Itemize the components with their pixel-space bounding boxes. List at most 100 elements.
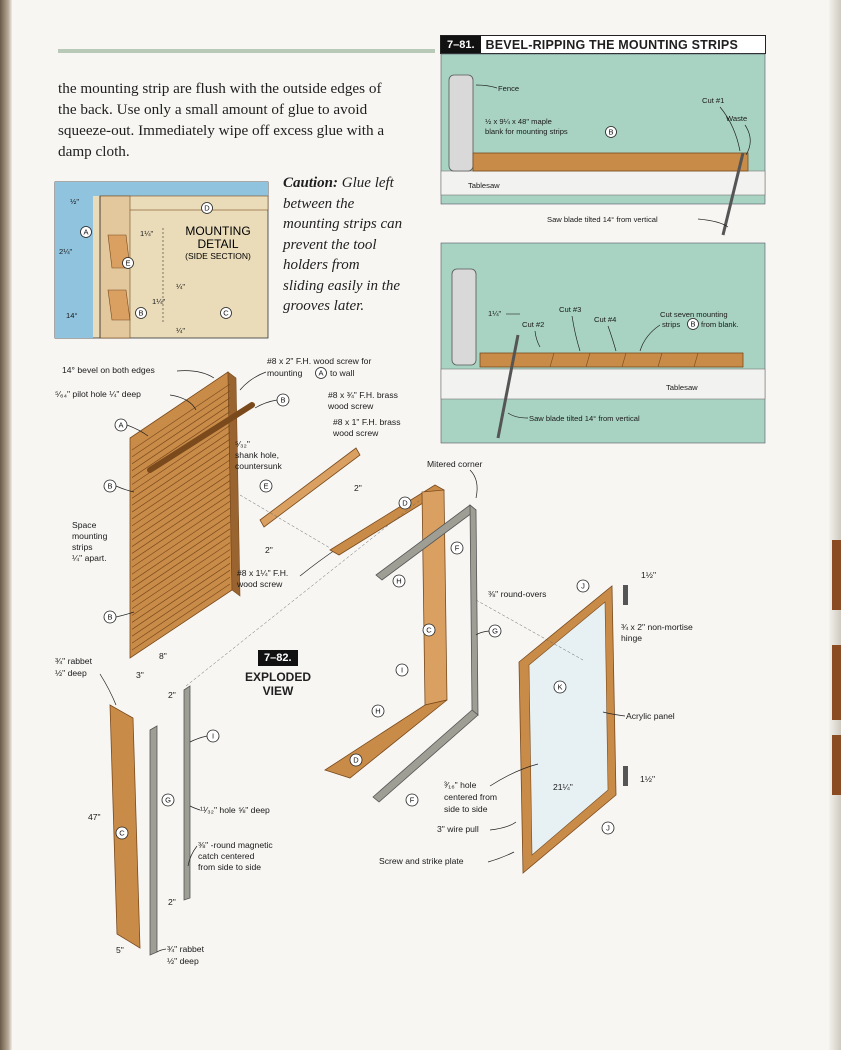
hinge-top (623, 585, 628, 605)
blade-label-lower: Saw blade tilted 14° from vertical (529, 414, 640, 423)
cut3-label: Cut #3 (559, 305, 581, 314)
dim-2-strip: 2" (354, 483, 362, 493)
strip-line (131, 480, 231, 547)
pilot-hole-label: ⁵⁄₆₄" pilot hole ¼" deep (55, 389, 141, 399)
wirepull-label: 3" wire pull (437, 824, 479, 834)
detail-subtitle: (SIDE SECTION) (185, 251, 251, 261)
strip-line (131, 549, 231, 616)
rabbet-bot-line2: ½" deep (167, 956, 199, 966)
fence-lower (451, 268, 477, 366)
hole316-line3: side to side (444, 804, 488, 814)
part-b-marker: B (107, 482, 112, 491)
hinge-bottom (623, 766, 628, 786)
magnet-line2: catch centered (198, 851, 255, 861)
strip-line (131, 528, 231, 596)
detail-dim-1-14-top: 1¼" (140, 229, 154, 238)
page-tab-marker (832, 735, 841, 795)
tablesaw-top-upper (440, 170, 766, 196)
dim-5-label: 5" (116, 945, 124, 955)
strip-line (131, 418, 231, 485)
strip-line (131, 431, 231, 499)
cut2-label: Cut #2 (522, 320, 544, 329)
maple-blank (472, 152, 749, 172)
blank-label-line2: blank for mounting strips (485, 127, 568, 136)
dim-21-label: 21¼" (553, 782, 573, 792)
figure-7-81-number: 7–81. (441, 36, 481, 53)
part-e-marker: E (125, 259, 130, 268)
back-panel (129, 371, 233, 659)
fence-upper (448, 74, 474, 172)
stop-g-left (149, 725, 158, 956)
part-h-marker: H (396, 577, 401, 586)
stop-f-top (375, 504, 477, 581)
half-top-label: 1½" (641, 570, 656, 580)
strip-line (131, 404, 231, 471)
saw-blade-upper (721, 152, 745, 236)
rabbet-bot-line1: ¾" rabbet (167, 944, 205, 954)
side-c-left (109, 704, 141, 949)
strike-label: Screw and strike plate (379, 856, 464, 866)
lower-diagram-bg (440, 242, 766, 444)
part-b-marker: B (608, 128, 613, 137)
detail-title-line1: MOUNTING (185, 224, 250, 238)
part-a-marker: A (83, 228, 88, 237)
tablesaw-top-lower (440, 368, 766, 400)
part-b-marker: B (138, 309, 143, 318)
bevel-label: 14° bevel on both edges (62, 365, 155, 375)
cut4-label: Cut #4 (594, 315, 616, 324)
caption-line2: VIEW (262, 684, 294, 698)
book-spine-shadow (0, 0, 12, 1050)
mounting-strips (131, 383, 231, 651)
detail-dim-quarter-b: ¼" (176, 326, 185, 335)
detail-dim-2-14: 2¼" (59, 247, 73, 256)
strip-line (131, 425, 231, 492)
dim-2-mid: 2" (168, 690, 176, 700)
strip-line (131, 576, 231, 644)
back-panel-assembly (129, 371, 241, 659)
page-edge (829, 0, 841, 1050)
acrylic-panel (528, 601, 609, 856)
strip-line (131, 583, 231, 651)
door-frame (518, 585, 617, 874)
magnet-line3: from side to side (198, 862, 261, 872)
part-c-marker: C (426, 626, 432, 635)
strip-line (131, 507, 231, 575)
brass-34-line2: wood screw (327, 401, 374, 411)
mounting-strips-blank (479, 352, 744, 368)
saw-blade-lower (496, 334, 520, 439)
cut1-label: Cut #1 (702, 96, 724, 105)
strip-line (131, 438, 231, 506)
roundovers-label: ⅜" round-overs (488, 589, 546, 599)
part-i-marker: I (401, 666, 403, 675)
strip-line (131, 466, 231, 534)
screw-2-label-line2: mounting (267, 368, 303, 378)
rabbet-top-line2: ½" deep (55, 668, 87, 678)
hinge-label-line2: hinge (621, 633, 642, 643)
blade-label-upper: Saw blade tilted 14° from vertical (547, 215, 658, 224)
stop-i (183, 685, 191, 901)
screw-2-label-line3: to wall (330, 368, 354, 378)
mounting-strip-a (147, 402, 255, 473)
brass-34-line1: #8 x ¾" F.H. brass (328, 390, 398, 400)
cut-seven-line2: strips (662, 320, 680, 329)
caution-note: Caution: Glue left between the mounting … (283, 173, 403, 317)
strip-line (131, 473, 231, 540)
part-i-marker: I (212, 732, 214, 741)
cut-seven-line1: Cut seven mounting (660, 310, 728, 319)
section-rule (58, 49, 435, 53)
mounting-detail: ½" A 2¼" 1¼" D E MOUNTING DETAIL (SIDE S… (54, 181, 269, 339)
brass-1-line1: #8 x 1" F.H. brass (333, 417, 401, 427)
figure-7-81-title: BEVEL-RIPPING THE MOUNTING STRIPS (485, 37, 738, 52)
strip-line (131, 521, 231, 589)
body-paragraph: the mounting strip are flush with the ou… (58, 80, 385, 160)
space-label-line1: Space (72, 520, 97, 530)
strip-line (131, 500, 231, 568)
part-b-marker: B (280, 396, 285, 405)
part-b-marker: B (107, 613, 112, 622)
rabbet-top-line1: ¾" rabbet (55, 656, 93, 666)
hinge-label-line1: ¾ x 2" non-mortise (621, 622, 693, 632)
strip-line (131, 411, 231, 478)
part-d-marker: D (402, 499, 408, 508)
strip-line (131, 563, 231, 630)
part-b-marker: B (690, 320, 695, 329)
